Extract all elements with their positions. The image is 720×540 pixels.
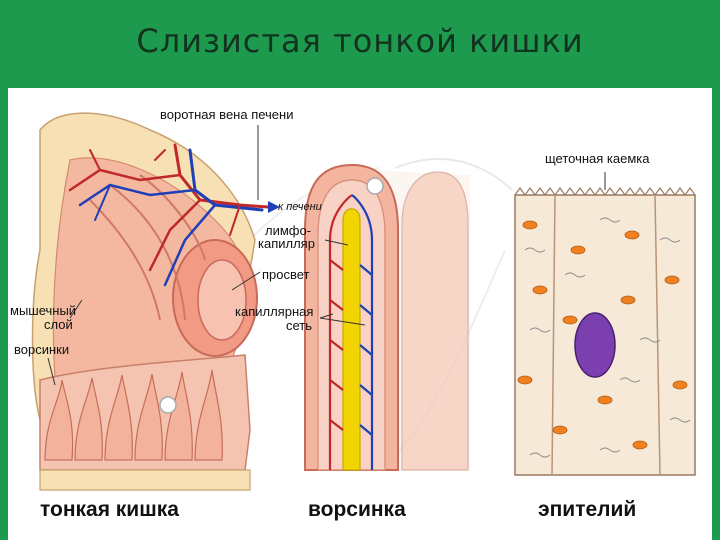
label-villi: ворсинки [14,343,69,357]
caption-epithelium: эпителий [538,498,636,522]
label-capillary-net-1: капиллярная [235,305,313,319]
zoom-marker [367,178,383,194]
small-intestine [33,113,281,490]
label-portal-vein: воротная вена печени [160,108,293,122]
caption-small-intestine: тонкая кишка [40,498,179,522]
lumen [198,260,246,340]
label-muscle-1: мышечный [10,304,76,318]
label-brush-border: щеточная каемка [545,152,650,166]
label-capillary-net-2: сеть [286,319,312,333]
zoom-marker-small [160,397,176,413]
lymph-capillary [343,209,360,470]
label-lymph-2: капилляр [258,237,315,251]
epithelium [515,188,695,475]
nucleus [575,313,615,377]
label-to-liver: к печени [278,200,322,214]
label-lumen: просвет [262,268,310,282]
caption-villus: ворсинка [308,498,406,522]
label-muscle-2: слой [44,318,73,332]
